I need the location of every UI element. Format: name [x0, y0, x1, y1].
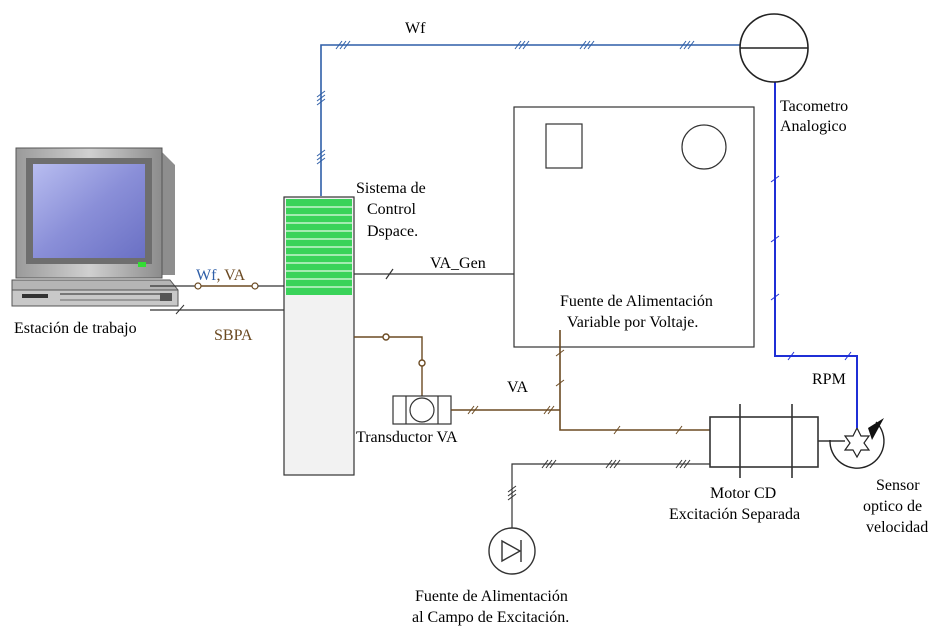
field-excitation-line: [507, 459, 710, 528]
wf-signal-line: [316, 40, 740, 196]
motor-label-2: Excitación Separada: [669, 506, 800, 523]
fuente-campo-label-1: Fuente de Alimentación: [415, 588, 568, 605]
wf-va-label: Wf, VA: [196, 267, 246, 284]
sistema-label-2: Control: [367, 201, 416, 218]
tacometro-label-2: Analogico: [780, 118, 847, 135]
va-gen-line: [354, 268, 542, 280]
diagram-labels: Wf Tacometro Analogico Sistema de Contro…: [14, 20, 928, 626]
fuente-var-label-1: Fuente de Alimentación: [560, 293, 713, 310]
variable-power-supply: [513, 106, 755, 348]
desktop-computer-icon: [11, 147, 179, 307]
va-transducer-icon: [392, 395, 452, 425]
rpm-label: RPM: [812, 371, 846, 388]
armature-line: [555, 330, 710, 435]
diode-source-icon: [488, 527, 536, 575]
sensor-label-3: velocidad: [866, 519, 928, 536]
sensor-label-1: Sensor: [876, 477, 920, 494]
wf-top-label: Wf: [405, 20, 426, 37]
estacion-label: Estación de trabajo: [14, 320, 137, 337]
sensor-label-2: optico de: [863, 498, 922, 515]
tacometro-label-1: Tacometro: [780, 98, 848, 115]
dc-motor-icon: [709, 404, 845, 478]
analog-tachometer-icon: [739, 13, 809, 83]
sistema-label-3: Dspace.: [367, 223, 418, 240]
fuente-campo-label-2: al Campo de Excitación.: [412, 609, 569, 626]
fuente-var-label-2: Variable por Voltaje.: [567, 314, 698, 331]
motor-label-1: Motor CD: [710, 485, 776, 502]
sbpa-label: SBPA: [214, 327, 253, 344]
dspace-control-unit: [283, 196, 355, 476]
wf-small-label: Wf: [196, 267, 217, 284]
optical-speed-sensor-icon: [829, 412, 885, 469]
va-measurement-line: [451, 405, 560, 415]
comma-label: ,: [216, 267, 224, 284]
transductor-label: Transductor VA: [356, 429, 458, 446]
va-small-label: VA: [224, 267, 245, 284]
va-line-label: VA: [507, 379, 528, 396]
va-gen-label: VA_Gen: [430, 255, 486, 272]
rpm-signal-line: [770, 80, 858, 412]
transducer-link-line: [354, 333, 426, 396]
workstation-link-lines: [150, 282, 284, 315]
sistema-label-1: Sistema de: [356, 180, 426, 197]
